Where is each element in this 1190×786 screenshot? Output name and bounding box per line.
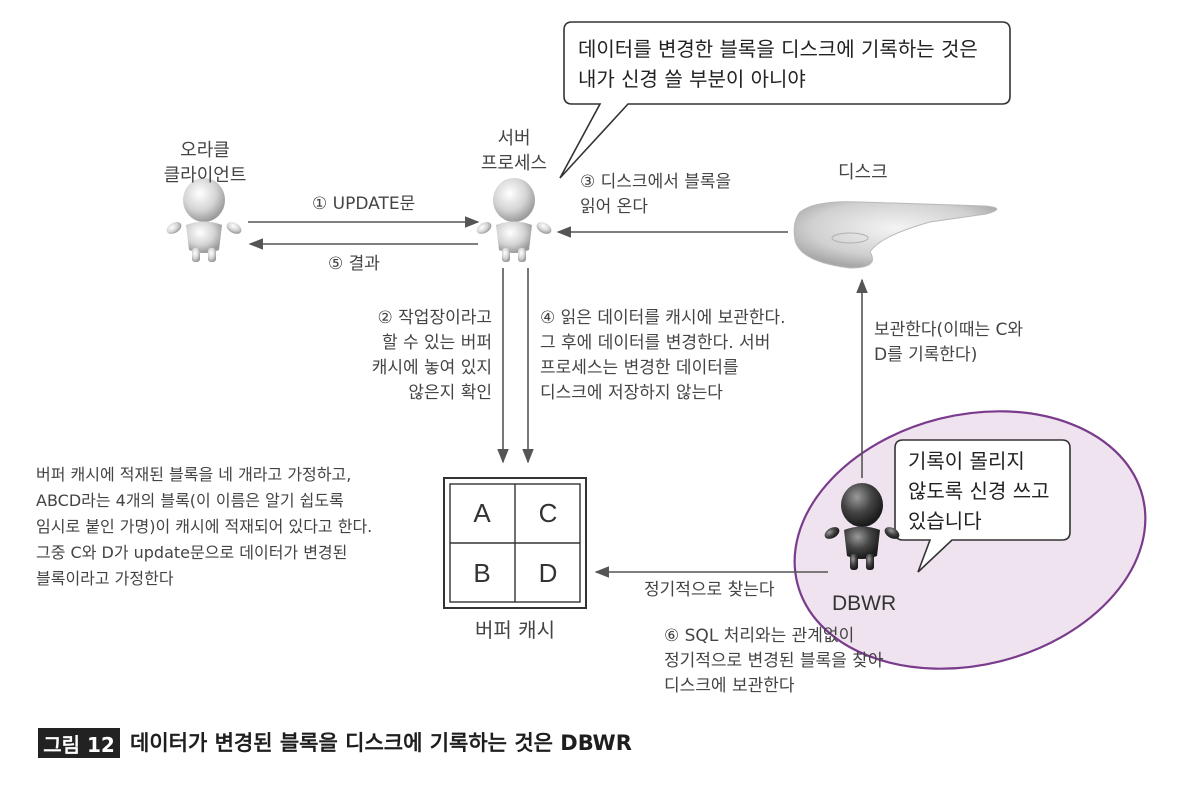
server-speech-line2: 내가 신경 쓸 부분이 아니야 [578, 67, 806, 91]
store-disk-label: 보관한다(이때는 C와 D를 기록한다) [874, 318, 1023, 368]
step-5-label: ⑤ 결과 [328, 254, 380, 274]
server-speech-bubble [559, 21, 1011, 179]
dbwr-figure [824, 483, 900, 570]
dbwr-label: DBWR [832, 592, 897, 615]
step-3-line2: 읽어 온다 [580, 197, 648, 217]
block-b: B [473, 557, 491, 588]
note-line2: ABCD라는 4개의 블록(이 이름은 알기 쉽도록 [36, 491, 344, 510]
dbwr-speech-bubble [894, 439, 1071, 573]
buffer-cache-label: 버퍼 캐시 [475, 618, 555, 642]
step-2-line3: 캐시에 놓여 있지 [371, 358, 492, 378]
note-line3: 임시로 붙인 가명)이 캐시에 적재되어 있다고 한다. [36, 517, 373, 536]
buffer-cache-note: 버퍼 캐시에 적재된 블록을 네 개라고 가정하고, ABCD라는 4개의 블록… [36, 462, 372, 592]
step-4-label: ④ 읽은 데이터를 캐시에 보관한다. 그 후에 데이터를 변경한다. 서버 프… [540, 306, 786, 406]
periodic-find-label: 정기적으로 찾는다 [644, 580, 775, 600]
step-4-line1: ④ 읽은 데이터를 캐시에 보관한다. [540, 308, 786, 328]
step-2-line2: 할 수 있는 버퍼 [381, 333, 492, 353]
step-2-line4: 않은지 확인 [408, 383, 492, 403]
block-a: A [473, 497, 491, 528]
step-3-label: ③ 디스크에서 블록을 읽어 온다 [580, 170, 731, 220]
server-label-line1: 서버 [497, 128, 531, 149]
server-label: 서버 프로세스 [464, 126, 564, 176]
step-6-line1: ⑥ SQL 처리와는 관계없이 [664, 626, 855, 646]
block-c: C [538, 497, 558, 528]
step-1-label: ① UPDATE문 [312, 194, 416, 214]
client-label-line1: 오라클 [180, 140, 230, 161]
step-6-line2: 정기적으로 변경된 블록을 찾아 [664, 651, 884, 671]
step-4-line3: 프로세스는 변경한 데이터를 [540, 358, 739, 378]
figure-number-badge: 그림 12 [38, 728, 120, 758]
client-figure [166, 178, 242, 262]
server-speech-line1: 데이터를 변경한 블록을 디스크에 기록하는 것은 [578, 37, 978, 61]
server-label-line2: 프로세스 [480, 153, 548, 174]
client-label: 오라클 클라이언트 [150, 138, 260, 188]
note-line1: 버퍼 캐시에 적재된 블록을 네 개라고 가정하고, [36, 465, 352, 484]
figure-caption: 데이터가 변경된 블록을 디스크에 기록하는 것은 DBWR [130, 731, 632, 755]
step-3-line1: ③ 디스크에서 블록을 [580, 172, 732, 192]
step-4-line4: 디스크에 저장하지 않는다 [540, 383, 723, 403]
server-speech-text: 데이터를 변경한 블록을 디스크에 기록하는 것은 내가 신경 쓸 부분이 아니… [578, 34, 978, 94]
disk-shape [793, 201, 998, 269]
note-line5: 블록이라고 가정한다 [36, 569, 174, 588]
dbwr-speech-line3: 있습니다 [908, 509, 982, 533]
buffer-cache-grid [443, 477, 587, 609]
store-disk-line2: D를 기록한다) [874, 345, 978, 365]
disk-label: 디스크 [838, 162, 888, 183]
step-4-line2: 그 후에 데이터를 변경한다. 서버 [540, 333, 771, 353]
dbwr-speech-line1: 기록이 몰리지 [908, 449, 1025, 473]
step-2-line1: ② 작업장이라고 [377, 308, 492, 328]
store-disk-line1: 보관한다(이때는 C와 [874, 320, 1024, 340]
block-d: D [538, 557, 558, 588]
step-6-line3: 디스크에 보관한다 [664, 676, 795, 696]
step-6-label: ⑥ SQL 처리와는 관계없이 정기적으로 변경된 블록을 찾아 디스크에 보관… [664, 624, 884, 699]
server-figure [476, 178, 552, 262]
dbwr-speech-text: 기록이 몰리지 않도록 신경 쓰고 있습니다 [908, 446, 1050, 536]
client-label-line2: 클라이언트 [163, 165, 247, 186]
dbwr-speech-line2: 않도록 신경 쓰고 [908, 479, 1050, 503]
step-2-label: ② 작업장이라고 할 수 있는 버퍼 캐시에 놓여 있지 않은지 확인 [330, 306, 492, 406]
note-line4: 그중 C와 D가 update문으로 데이터가 변경된 [36, 543, 348, 562]
